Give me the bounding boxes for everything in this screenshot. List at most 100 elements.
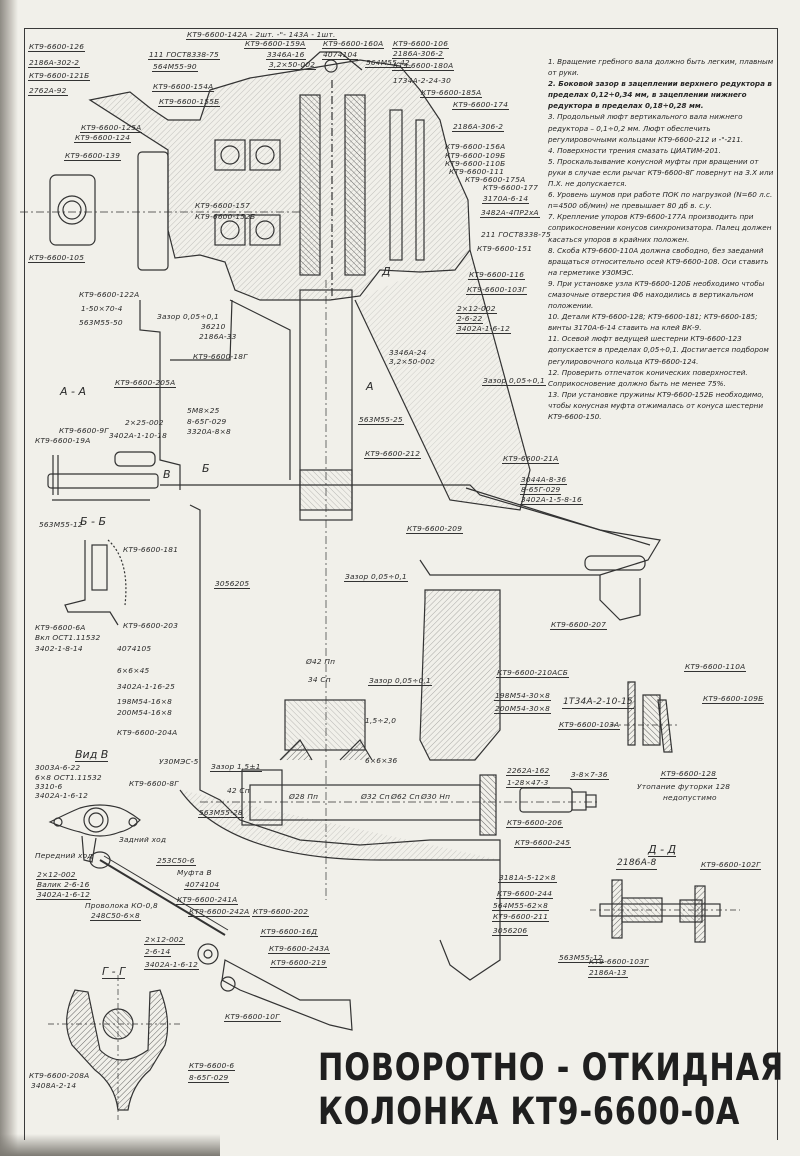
callout: КТ9-6600-19А (35, 436, 91, 445)
callout: 2186А-8 (616, 858, 658, 870)
callout: КТ9-6600-160А (322, 39, 385, 49)
callout: 6×8 ОСТ1.11532 (35, 773, 102, 782)
section-b-b-detail (64, 539, 127, 626)
callout: 2186А-33 (199, 332, 237, 341)
callout: 2186А-306-2 (452, 122, 505, 132)
callout: Зазор 0,05÷0,1 (344, 572, 408, 582)
callout: 198М54-30×8 (494, 691, 552, 701)
callout: Зазор 0,05÷0,1 (482, 376, 546, 386)
dimension-label: Ø28 Пп (289, 792, 319, 801)
callout: 3402А-1-5-8-16 (520, 495, 583, 505)
callout: 4074104 (322, 50, 359, 60)
callout: 2262А-162 (506, 766, 551, 776)
technical-requirements: 1. Вращение гребного вала должно быть ле… (548, 56, 778, 422)
callout: КТ9-6600-111 (449, 167, 505, 176)
callout: КТ9-6600-125А (80, 123, 143, 133)
callout: КТ9-6600-241А (176, 895, 239, 905)
callout: 2×12-002 (36, 870, 77, 880)
callout: КТ9-6600-209 (406, 524, 464, 534)
cut-mark-b: Б (202, 462, 210, 475)
callout: 200М54-30×8 (494, 704, 552, 714)
callout: КТ9-6600-155Б (158, 97, 221, 107)
callout: Зазор 0,05÷0,1 (368, 676, 432, 686)
callout: КТ9-6600-122А (79, 290, 140, 299)
callout: КТ9-6600-116 (468, 270, 526, 280)
callout: КТ9-6600-109Б (702, 694, 765, 704)
section-g-g-detail (48, 975, 180, 1120)
section-a-a-detail (47, 451, 159, 501)
callout: 2186А-306-2 (392, 49, 445, 59)
callout: 3402А-1-6-12 (35, 791, 89, 800)
note-12: 12. Проверить отпечаток конических повер… (548, 367, 748, 388)
dimension-label: Ø32 Сп (361, 792, 390, 801)
callout: КТ9-6600-124 (74, 133, 132, 143)
direction-label: Задний ход (119, 835, 167, 844)
dimension-label: 42 Сп (227, 786, 250, 795)
callout: КТ9-6600-103Г (466, 285, 528, 295)
callout: КТ9-6600-175А (465, 175, 526, 184)
callout: 563М55-28 (198, 808, 244, 818)
dimension-label: Ø62 Сп (391, 792, 420, 801)
callout: У30МЭС-5 (159, 757, 199, 766)
callout: 198М54-16×8 (117, 697, 173, 706)
callout: КТ9-6600-181 (123, 545, 179, 554)
callout: 564М55-62×8 (492, 901, 550, 911)
callout: 211 ГОСТ8338-75 (481, 230, 551, 239)
callout: 2×12-002 (144, 935, 185, 945)
callout: 2762А-92 (28, 86, 68, 96)
note-13: 13. При установке пружины КТ9-6600-152Б … (548, 389, 764, 421)
dimension-label: 34 Сп (308, 675, 331, 684)
callout: 3402-1-8-14 (35, 644, 83, 653)
callout: КТ9-6600-206 (506, 818, 564, 828)
section-d-d-title: Д - Д (648, 843, 677, 857)
note-5: 5. Проскальзывание конусной муфты при вр… (548, 156, 774, 189)
callout: 6×6×36 (365, 756, 398, 765)
callout: Зазор 1,5±1 (210, 762, 262, 772)
callout: КТ9-6600-110Б (445, 159, 506, 168)
cut-mark-v: В (163, 468, 171, 481)
warning-text: недопустимо (663, 793, 717, 802)
callout: 3346А-16 (266, 50, 306, 60)
callout: КТ9-6600-151 (477, 244, 533, 253)
callout: 253С50-6 (156, 856, 196, 866)
callout: 3-8×7-36 (570, 770, 609, 780)
callout: КТ9-6600-128 (660, 769, 718, 779)
callout: КТ9-6600-211 (492, 912, 550, 922)
callout: КТ9-6600-210АСБ (496, 668, 569, 678)
callout: КТ9-6600-139 (64, 151, 122, 161)
callout: КТ9-6600-9Г (59, 426, 109, 435)
callout: 3402А-1-10-18 (109, 431, 167, 440)
callout: 564М55-42 (365, 58, 411, 68)
warning-text: Утопание футорки 128 (637, 782, 731, 791)
callout: 3056206 (492, 926, 529, 936)
callout: 3170А-6-14 (482, 194, 530, 204)
callout: 2186А-13 (588, 968, 628, 978)
drawing-frame (24, 28, 778, 1140)
callout: 111 ГОСТ8338-75 (148, 50, 220, 60)
callout: КТ9-6600-102Г (700, 860, 762, 870)
callout: КТ9-6600-180А (392, 61, 455, 71)
callout: КТ9-6600-159А (244, 39, 307, 49)
callout: КТ9-6600-106 (392, 39, 450, 49)
callout: КТ9-6600-152Б (195, 212, 256, 221)
callout: 3402А-1-6-12 (36, 890, 92, 900)
callout: 3,2×50-002 (389, 357, 436, 366)
callout: 3346А-24 (389, 348, 427, 357)
callout: КТ9-6600-156А (445, 142, 506, 151)
callout: КТ9-6600-204А (117, 728, 178, 737)
callout: КТ9-6600-142А - 2шт. -"- 143А - 1шт. (186, 30, 337, 40)
lower-gear-housing (179, 504, 600, 981)
callout: 1734А-2-24-30 (393, 76, 451, 85)
callout: 3402А-1-6-12 (144, 960, 200, 970)
callout: КТ9-6600-121Б (28, 71, 91, 81)
callout: КТ9-6600-174 (452, 100, 510, 110)
note-6: 6. Уровень шумов при работе ПОК по нагру… (548, 190, 773, 211)
callout: КТ9-6600-103А (558, 720, 621, 730)
note-11: 11. Осевой люфт ведущей шестерни КТ9-660… (548, 334, 769, 366)
callout: КТ9-6600-205А (114, 378, 177, 388)
callout: 2-6-14 (144, 947, 172, 957)
section-b-b-title: Б - Б (80, 515, 107, 528)
drawing-title-line-2: КОЛОНКА КТ9-6600-0А (318, 1090, 741, 1133)
